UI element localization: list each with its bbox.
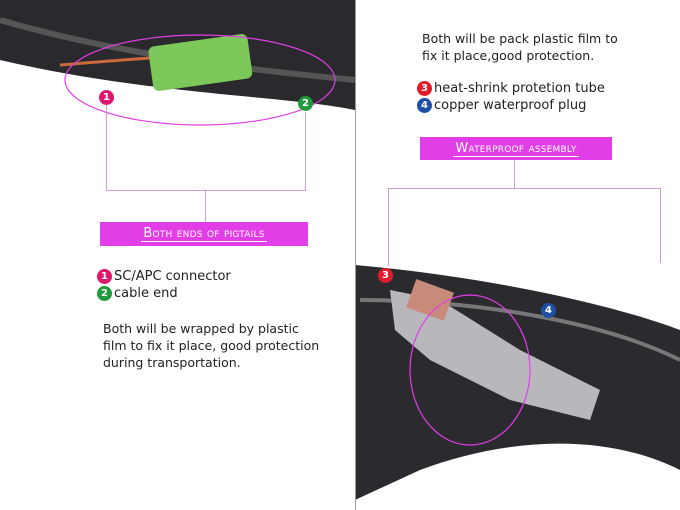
highlight-ellipse: [64, 34, 336, 126]
connector-line: [388, 188, 660, 189]
connector-line: [660, 188, 661, 263]
divider: [355, 0, 356, 510]
waterproof-assembly-photo: [355, 265, 680, 500]
legend-label: SC/APC connector: [114, 269, 231, 284]
connector-line: [106, 105, 107, 190]
legend-item-2: 2 cable end: [97, 286, 178, 301]
text-line: Both will be wrapped by plastic: [103, 321, 299, 336]
marker-3: 3: [378, 268, 393, 283]
number-1-icon: 1: [97, 269, 112, 284]
assembly-description: Both will be pack plastic film to fix it…: [422, 30, 618, 64]
legend-label: copper waterproof plug: [434, 98, 587, 113]
marker-1: 1: [99, 90, 114, 105]
marker-2: 2: [298, 96, 313, 111]
connector-line: [388, 188, 389, 266]
pigtails-title: Both ends of pigtails: [100, 222, 308, 246]
pigtails-description: Both will be wrapped by plastic film to …: [103, 320, 319, 371]
waterproof-title: Waterproof assembly: [420, 137, 612, 160]
text-line: Both will be pack plastic film to: [422, 31, 618, 46]
legend-label: heat-shrink protetion tube: [434, 81, 605, 96]
number-4-icon: 4: [417, 98, 432, 113]
legend-item-1: 1 SC/APC connector: [97, 269, 231, 284]
highlight-ellipse: [409, 294, 531, 446]
legend-label: cable end: [114, 286, 178, 301]
text-line: film to fix it place, good protection: [103, 338, 320, 353]
connector-line: [514, 160, 515, 188]
text-line: fix it place,good protection.: [422, 48, 595, 63]
legend-item-4: 4 copper waterproof plug: [417, 98, 586, 113]
legend-item-3: 3 heat-shrink protetion tube: [417, 81, 605, 96]
marker-4: 4: [541, 303, 556, 318]
text-line: during transportation.: [103, 355, 241, 370]
number-2-icon: 2: [97, 286, 112, 301]
connector-line: [106, 190, 306, 191]
connector-line: [205, 190, 206, 222]
number-3-icon: 3: [417, 81, 432, 96]
pigtail-cable-photo: [0, 0, 356, 126]
connector-line: [305, 112, 306, 190]
